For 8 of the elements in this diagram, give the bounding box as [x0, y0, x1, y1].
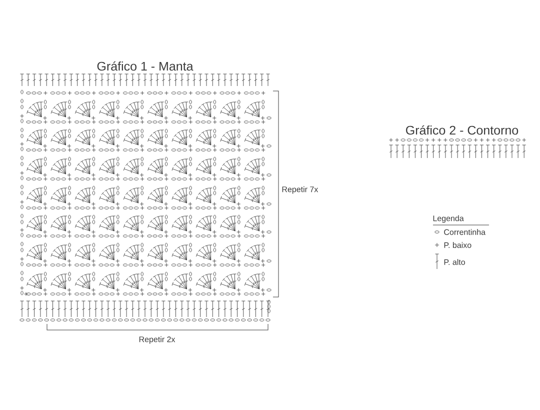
legend-heading: Legenda: [432, 215, 490, 226]
legend-label: Correntinha: [444, 229, 486, 235]
repeat-note: Repetir 7x: [282, 186, 318, 194]
repeat-note: Repetir 2x: [139, 336, 176, 344]
legend-label: P. alto: [444, 259, 465, 265]
chart-title: Gráfico 2 - Contorno: [406, 125, 518, 135]
legend-label: P. baixo: [444, 242, 472, 248]
chart-title: Gráfico 1 - Manta: [97, 61, 194, 71]
